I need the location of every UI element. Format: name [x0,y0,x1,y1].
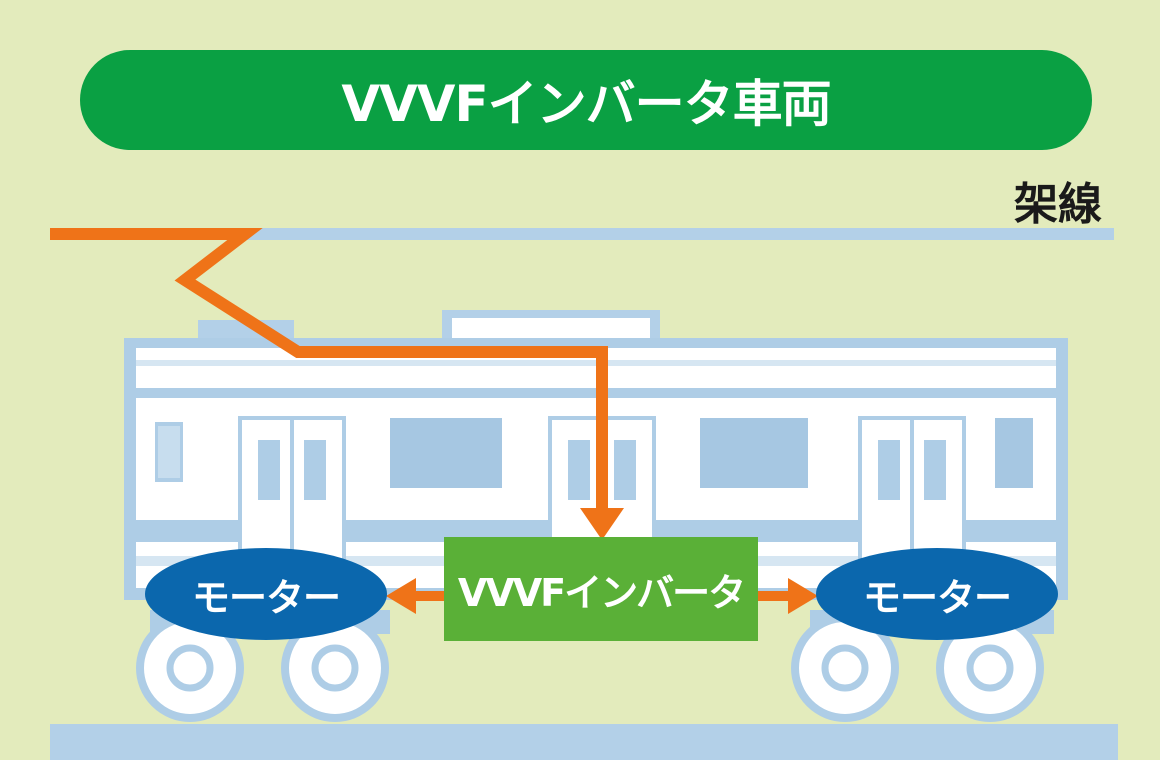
motor-left: モーター [145,548,387,640]
wheel [936,614,1044,722]
current-arrow-down-icon [580,508,624,540]
arrow-to-left-motor-icon [386,578,446,614]
arrow-to-right-motor-icon [758,578,818,614]
motor-left-label: モーター [191,575,341,620]
vvvf-inverter-box: VVVFインバータ [444,537,758,641]
title-text: VVVFインバータ車両 [341,75,831,133]
title-banner: VVVFインバータ車両 [80,50,1092,150]
overhead-wire-label: 架線 [1014,179,1102,230]
overhead-wire [50,228,1114,240]
current-path [50,228,608,525]
ground-track [50,724,1118,760]
motor-right-label: モーター [862,575,1012,620]
inverter-label: VVVFインバータ [457,570,746,615]
car-windows [155,418,1033,488]
wheels [136,614,1044,722]
motor-right: モーター [816,548,1058,640]
